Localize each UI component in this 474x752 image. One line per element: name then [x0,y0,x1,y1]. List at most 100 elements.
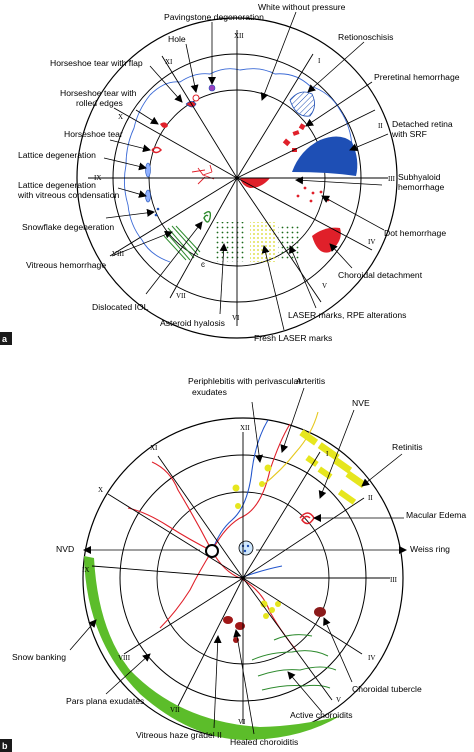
panel-b-badge: b [2,741,8,751]
panel-a-retinal-vessels [191,164,215,185]
panel-a-retinoschisis-shape [289,91,315,117]
panel-a-badge: a [2,334,8,344]
label-white-without-pressure: White without pressure [258,2,346,12]
label-snow-banking: Snow banking [12,652,66,662]
panel-b-hour-x: X [98,486,103,494]
label-macular-edema: Macular Edema [406,510,466,520]
panel-a-fresh-laser [250,222,276,262]
panel-b-nve-shape [299,512,315,525]
panel-a-hour-vii: VII [176,292,186,300]
label-dot-hemorrhage: Dot hemorrhage [384,228,446,238]
panel-a-ora-serrata-left [123,94,171,263]
label-snowflake: Snowflake degeneration [22,222,114,232]
panel-a-preretinal-hemorrhage [282,123,306,152]
panel-a-detached-retina-shape [292,136,358,176]
panel-a-dislocated-iol [203,211,212,223]
panel-a-hour-ii: II [378,122,383,130]
panel-a-hour-iv: IV [368,238,375,246]
label-detached-1: Detached retina [392,119,453,129]
label-vitreous-haze: Vitreous haze gradel II [136,730,222,740]
label-lattice-vitreous-2: with vitreous condensation [17,190,119,200]
label-periphlebitis-2: exudates [192,387,227,397]
panel-a-outer-ring [76,17,398,339]
panel-a: XII I II III IV V VI VII VIII IX X XI [0,2,460,345]
panel-b-active-choroiditis [251,634,337,691]
panel-b-retinitis-patches [299,429,366,505]
label-pavingstone: Pavingstone degeneration [164,12,264,22]
label-retinoschisis: Retionoschisis [338,32,393,42]
panel-b-hour-iv: IV [368,654,375,662]
label-subhyaloid-1: Subhyaloid [398,172,441,182]
panel-a-ora-serrata [149,68,353,151]
label-arteritis: Arteritis [296,376,325,386]
panel-a-lattice-shape [145,162,151,178]
panel-a-hour-vi: VI [232,314,240,322]
label-vitreous-hemorrhage: Vitreous hemorrhage [26,260,106,270]
panel-b-optic-disc [205,544,219,558]
panel-b-fovea [238,540,254,556]
panel-a-lattice-vitreous-shape [145,189,151,203]
label-horseshoe-flap: Horseshoe tear with flap [50,58,143,68]
panel-b-perivascular-exudates [232,464,281,619]
label-horseshoe-tear: Horseshoe tear [64,129,123,139]
panel-b-annotations [69,387,407,735]
panel-b-hour-vii: VII [170,706,180,714]
panel-a-asteroid-hyalosis [214,222,246,262]
panel-a-hour-viii: VIII [112,250,125,258]
panel-a-horseshoe-rolled [160,122,168,129]
panel-b-hour-ix: IX [82,566,89,574]
panel-a-spokes [88,30,388,326]
label-lattice: Lattice degeneration [18,150,96,160]
panel-a-optic-disc-shape [240,178,270,188]
panel-a-hour-iii: III [388,175,396,183]
panel-a-swirl-mark: ͼ [201,260,205,269]
label-preretinal: Preretinal hemorrhage [374,72,460,82]
panel-a-annotations [103,11,389,331]
label-horseshoe-rolled-1: Horseshoe tear with [60,88,137,98]
panel-b-badge-box [0,739,12,752]
label-hole: Hole [168,34,186,44]
label-choroidal-tubercle: Choroidal tubercle [352,684,422,694]
label-detached-2: with SRF [391,129,427,139]
panel-b-hour-ii: II [368,494,373,502]
panel-a-pavingstone [208,84,216,92]
panel-b-hour-v: V [336,696,341,704]
panel-a-horseshoe-tear-shape [151,146,163,154]
label-lattice-vitreous-1: Lattice degeneration [18,180,96,190]
panel-a-horseshoe-flap [185,101,197,108]
panel-b-hour-xii: XII [240,424,250,432]
panel-b-choroidal-tubercle [314,607,326,617]
label-healed-choroiditis: Healed choroiditis [230,737,298,747]
label-horseshoe-rolled-2: rolled edges [76,98,123,108]
label-active-choroiditis: Active choroidits [290,710,353,720]
panel-a-hole [192,94,200,102]
panel-b: XII I II III IV V VI VII VIII IX X XI [0,376,466,752]
label-subhyaloid-2: hemorrhage [398,182,445,192]
label-pars-plana: Pars plana exudates [66,696,144,706]
panel-a-badge-box [0,332,12,345]
panel-b-hour-i: I [326,450,329,458]
panel-a-hour-v: V [322,282,327,290]
panel-a-hour-i: I [318,57,321,65]
label-dislocated-iol: Dislocated IOL [92,302,149,312]
label-choroidal-detachment: Choroidal detachment [338,270,423,280]
panel-b-hour-xi: XI [150,444,158,452]
panel-b-healed-choroiditis [223,616,245,643]
label-weiss-ring: Weiss ring [410,544,450,554]
panel-b-hour-viii: VIII [118,654,131,662]
label-periphlebitis-1: Periphlebitis with perivascular [188,376,301,386]
panel-b-spokes [91,432,390,724]
label-fresh-laser: Fresh LASER marks [254,333,332,343]
label-laser-rpe: LASER marks, RPE alterations [288,310,406,320]
label-nve: NVE [352,398,370,408]
label-retinitis: Retinitis [392,442,423,452]
panel-a-hour-xii: XII [234,32,244,40]
label-asteroid: Asteroid hyalosis [160,318,225,328]
panel-a-vitreous-hemorrhage-lines [163,225,201,261]
panel-b-hour-iii: III [390,576,398,584]
panel-b-snow-banking-shape [84,556,340,740]
panel-a-hour-xi: XI [165,58,173,66]
label-nvd: NVD [56,544,74,554]
panel-a-hour-x: X [118,113,123,121]
